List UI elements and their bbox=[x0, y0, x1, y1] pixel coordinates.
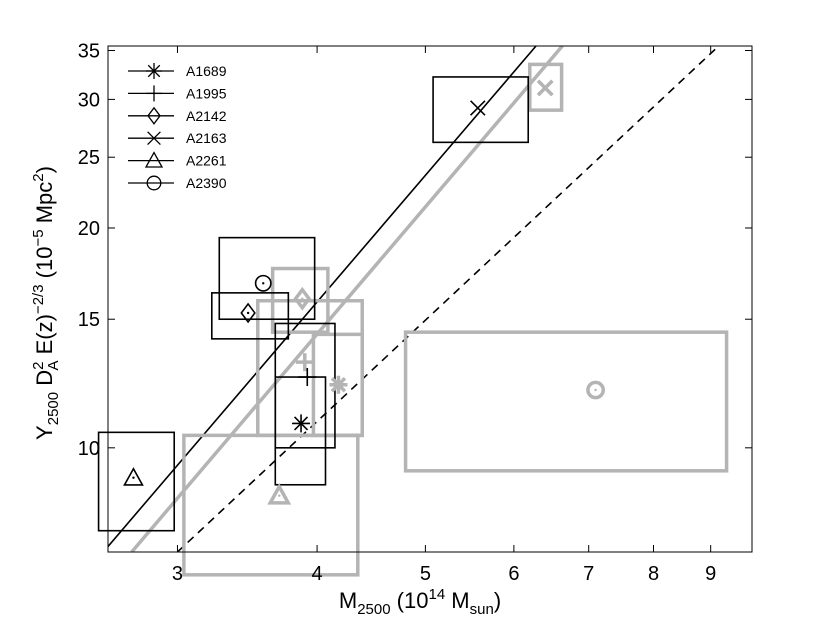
marker-a2390-gray bbox=[586, 380, 605, 400]
axis-ticks: 3 4 5 6 7 8 9 10 15 20 25 30 35 bbox=[78, 40, 752, 585]
marker-a2142-gray bbox=[293, 286, 312, 311]
legend-label-a2142: A2142 bbox=[186, 108, 227, 124]
error-box-a2390-black bbox=[218, 236, 316, 321]
marker-dot-a2261-gray bbox=[278, 494, 281, 497]
legend-marker-a2261 bbox=[144, 151, 164, 168]
error-box-a2261-black bbox=[97, 431, 176, 532]
marker-dot-a2261-black bbox=[132, 476, 135, 479]
y-label-sup2: −2/3 bbox=[30, 284, 47, 314]
fit-line-dashed-black bbox=[176, 46, 720, 552]
legend-label-a1995: A1995 bbox=[186, 85, 227, 101]
y-label-main: Y bbox=[32, 425, 57, 440]
marker-a1689-gray bbox=[329, 375, 348, 394]
x-tick-label-3: 3 bbox=[172, 563, 183, 585]
legend-marker-a2163 bbox=[147, 131, 161, 146]
x-label-mid: (10 bbox=[391, 588, 429, 613]
legend-label-a2261: A2261 bbox=[186, 153, 227, 169]
x-tick-label-6: 6 bbox=[508, 563, 519, 585]
marker-dot-a2390-gray bbox=[594, 388, 597, 392]
marker-a2163-black bbox=[470, 100, 486, 116]
x-tick-label-4: 4 bbox=[312, 563, 323, 585]
y-label-tail: Mpc bbox=[32, 182, 57, 230]
y-tick-label-20: 20 bbox=[78, 218, 100, 240]
error-box-a2261-gray bbox=[182, 433, 360, 577]
x-label-main: M bbox=[339, 588, 357, 613]
y-tick-label-25: 25 bbox=[78, 147, 100, 169]
error-box-a2163-gray bbox=[528, 62, 564, 112]
y-axis-label: Y2500 D2A E(z)−2/3 (10−5 Mpc2) bbox=[30, 166, 62, 440]
x-label-sup: 14 bbox=[428, 586, 445, 603]
y-label-sup1: 2 bbox=[30, 362, 47, 370]
y-label-sup4: 2 bbox=[30, 173, 47, 181]
legend-marker-a1689 bbox=[146, 63, 162, 79]
legend-marker-a2142 bbox=[147, 106, 161, 125]
x-label-tail: M bbox=[445, 588, 469, 613]
legend-label-a2163: A2163 bbox=[186, 130, 227, 146]
x-label-close: ) bbox=[494, 588, 501, 613]
marker-a2261-black bbox=[123, 467, 144, 486]
error-box-a2390-gray bbox=[403, 330, 729, 473]
x-tick-label-8: 8 bbox=[648, 563, 659, 585]
x-label-sub2: sun bbox=[470, 601, 494, 618]
marker-a2163-gray bbox=[536, 79, 554, 97]
marker-dot-a2390-black bbox=[262, 282, 265, 285]
plot-frame bbox=[107, 45, 753, 553]
x-tick-label-9: 9 bbox=[705, 563, 716, 585]
error-box-a2142-black bbox=[211, 292, 290, 340]
marker-a2142-black bbox=[240, 302, 256, 324]
error-box-a2163-black bbox=[432, 76, 530, 144]
marker-a2261-gray bbox=[267, 483, 292, 505]
x-axis-label: M2500 (1014 Msun) bbox=[339, 586, 501, 618]
y-label-mid1: D bbox=[32, 370, 57, 392]
y-label-sub1: 2500 bbox=[45, 392, 62, 425]
error-box-a2142-gray bbox=[270, 266, 330, 334]
y-label-sub2: A bbox=[45, 361, 62, 371]
marker-dot-a2142-gray bbox=[301, 297, 304, 300]
y-label-sup3: −5 bbox=[30, 229, 47, 246]
legend-label-a2390: A2390 bbox=[186, 175, 227, 191]
y-tick-label-15: 15 bbox=[78, 309, 100, 331]
marker-dot-a2142-black bbox=[246, 311, 250, 315]
marker-a1689-black bbox=[292, 414, 311, 433]
y-label-mid2: E(z) bbox=[32, 314, 57, 360]
marker-a1995-gray bbox=[295, 353, 314, 372]
data-markers bbox=[123, 79, 605, 505]
y-label-mid3: (10 bbox=[32, 247, 57, 285]
x-label-sub1: 2500 bbox=[357, 601, 390, 618]
legend-marker-a1995 bbox=[146, 85, 162, 102]
legend-marker-a2390 bbox=[146, 175, 162, 191]
y-label-close: ) bbox=[32, 166, 57, 173]
legend-label-a1689: A1689 bbox=[186, 63, 227, 79]
x-tick-label-5: 5 bbox=[420, 563, 431, 585]
x-tick-label-7: 7 bbox=[583, 563, 594, 585]
y-tick-label-10: 10 bbox=[78, 438, 100, 460]
fit-line-solid-black bbox=[108, 46, 537, 548]
marker-a2390-black bbox=[254, 274, 272, 292]
marker-a1995-black bbox=[298, 368, 317, 387]
y-tick-label-35: 35 bbox=[78, 40, 100, 62]
y-tick-label-30: 30 bbox=[78, 89, 100, 111]
